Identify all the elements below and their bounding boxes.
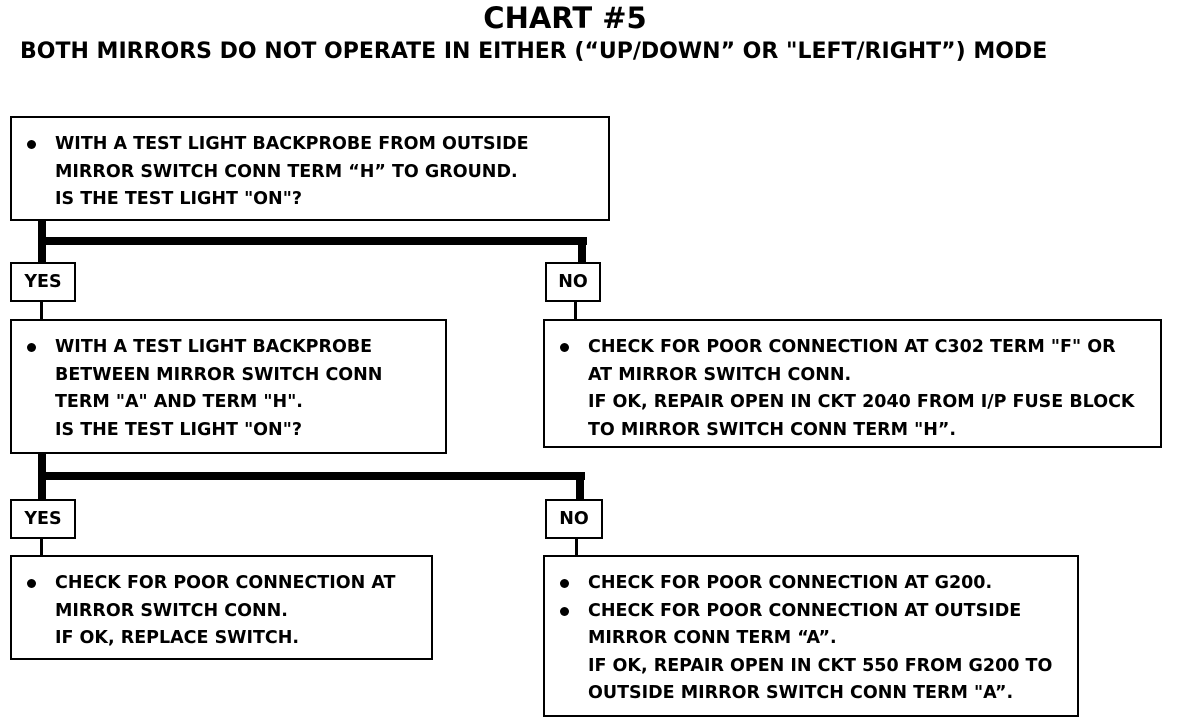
step2-line-3: TERM "A" AND TERM "H".: [55, 392, 303, 412]
step2-no-bullet-1: CHECK FOR POOR CONNECTION AT G200.: [545, 570, 1077, 598]
wire-step2-bus: [38, 472, 585, 480]
step2-yes-line-1: CHECK FOR POOR CONNECTION AT: [12, 570, 431, 598]
step2-no-result-box: CHECK FOR POOR CONNECTION AT G200. CHECK…: [543, 555, 1079, 717]
step1-no-line-2: AT MIRROR SWITCH CONN.: [588, 364, 852, 385]
step2-yes-result-box: CHECK FOR POOR CONNECTION AT MIRROR SWIT…: [10, 555, 433, 660]
step2-no-bullet-2-line-1: CHECK FOR POOR CONNECTION AT OUTSIDE: [545, 598, 1077, 626]
chart-title: CHART #5: [483, 1, 647, 35]
wire-step1-no-drop: [578, 237, 586, 262]
no-label-step2: NO: [545, 499, 603, 539]
step1-box: WITH A TEST LIGHT BACKPROBE FROM OUTSIDE…: [10, 116, 610, 221]
step2-line-2: BETWEEN MIRROR SWITCH CONN: [55, 364, 383, 385]
wire-yes2-down: [40, 537, 43, 557]
chart-subtitle: BOTH MIRRORS DO NOT OPERATE IN EITHER (“…: [20, 39, 1048, 64]
wire-step1-bus: [38, 237, 587, 245]
step1-no-line-4: TO MIRROR SWITCH CONN TERM "H”.: [588, 419, 957, 440]
step1-line-3: IS THE TEST LIGHT "ON"?: [55, 189, 302, 209]
wire-no2-down: [575, 537, 578, 557]
step2-no-bullet-2-line-4: OUTSIDE MIRROR SWITCH CONN TERM "A”.: [588, 683, 1014, 703]
step1-line-1: WITH A TEST LIGHT BACKPROBE FROM OUTSIDE: [12, 131, 608, 159]
wire-step2-no-drop: [576, 472, 584, 499]
step1-no-line-1: CHECK FOR POOR CONNECTION AT C302 TERM "…: [545, 334, 1160, 362]
step2-yes-line-3: IF OK, REPLACE SWITCH.: [55, 628, 300, 648]
wire-no1-down: [574, 300, 577, 321]
step2-no-bullet-2-line-2: MIRROR CONN TERM “A”.: [588, 628, 837, 648]
step2-no-bullet-2-line-3: IF OK, REPAIR OPEN IN CKT 550 FROM G200 …: [588, 655, 1053, 676]
step2-line-4: IS THE TEST LIGHT "ON"?: [55, 419, 302, 440]
step2-line-1: WITH A TEST LIGHT BACKPROBE: [12, 334, 445, 362]
step1-line-2: MIRROR SWITCH CONN TERM “H” TO GROUND.: [55, 161, 518, 182]
step2-yes-line-2: MIRROR SWITCH CONN.: [55, 600, 288, 621]
yes-label-step2: YES: [10, 499, 76, 539]
no-label-step1: NO: [545, 262, 601, 302]
wire-yes1-down: [40, 300, 43, 321]
yes-label-step1: YES: [10, 262, 76, 302]
step1-no-line-3: IF OK, REPAIR OPEN IN CKT 2040 FROM I/P …: [588, 392, 1135, 412]
step1-no-result-box: CHECK FOR POOR CONNECTION AT C302 TERM "…: [543, 319, 1162, 448]
step2-box: WITH A TEST LIGHT BACKPROBE BETWEEN MIRR…: [10, 319, 447, 454]
